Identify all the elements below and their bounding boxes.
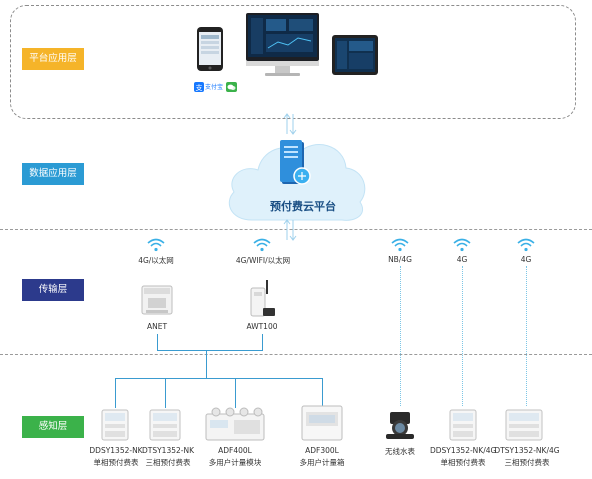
network-label-4g-a: 4G: [456, 255, 468, 264]
tablet-icon: [332, 35, 378, 75]
awt100-gateway-label: AWT100: [246, 322, 278, 331]
network-label-awt: 4G/WIFI/以太网: [235, 256, 291, 265]
single-phase-meter-icon: [101, 409, 129, 441]
gateway-bus: [157, 350, 263, 351]
bidirectional-arrow-icon: [283, 113, 297, 135]
awt100-gateway-icon: [250, 280, 275, 317]
device-6-model: DDSY1352-NK/4G: [430, 446, 497, 455]
cloud-platform-label: 预付费云平台: [270, 200, 336, 213]
anet-bus-drop: [157, 334, 158, 350]
alipay-label: 支付宝: [205, 84, 224, 91]
wireless-link-4g-b: [526, 266, 527, 406]
separator-data-transport: [0, 229, 592, 230]
adf300l-box-icon: [301, 405, 343, 441]
wifi-icon-4g-a: [453, 238, 471, 252]
device-7-model: DTSY1352-NK/4G: [494, 446, 560, 455]
three-phase-4g-meter-icon: [505, 409, 543, 441]
desktop-monitor-icon: [246, 13, 319, 76]
network-label-nb: NB/4G: [388, 255, 412, 264]
device-4-name: 多用户计量箱: [299, 458, 345, 467]
device-7-name: 三相预付费表: [504, 458, 550, 467]
meter-drop-2: [165, 378, 166, 408]
three-phase-meter-icon: [149, 409, 181, 441]
separator-transport-sensing: [0, 354, 592, 355]
network-label-anet: 4G/以太网: [138, 256, 174, 265]
cloud-platform-icon: [229, 140, 366, 221]
wireless-water-meter-icon: [386, 412, 414, 439]
wireless-link-4g-a: [462, 266, 463, 406]
device-2-model: DTSY1352-NK: [141, 446, 195, 455]
device-6-name: 单相预付费表: [440, 458, 486, 467]
device-1-model: DDSY1352-NK: [89, 446, 143, 455]
network-label-4g-b: 4G: [520, 255, 532, 264]
wireless-link-nb: [400, 266, 401, 406]
meter-drop-4: [322, 378, 323, 408]
wifi-icon-nb: [391, 238, 409, 252]
anet-gateway-label: ANET: [146, 322, 168, 331]
alipay-icon: 支: [194, 82, 204, 92]
svg-text:支: 支: [196, 83, 203, 92]
device-3-model: ADF400L: [218, 446, 252, 455]
sensing-layer-badge: 感知层: [22, 416, 84, 438]
device-1-name: 单相预付费表: [93, 458, 139, 467]
wifi-icon-awt: [253, 238, 271, 252]
data-layer-badge: 数据应用层: [22, 163, 84, 185]
meter-bus: [115, 378, 323, 379]
main-bus-drop: [206, 350, 207, 378]
device-3-name: 多用户计量模块: [208, 458, 262, 467]
awt-bus-drop: [262, 334, 263, 350]
single-phase-4g-meter-icon: [449, 409, 477, 441]
smartphone-icon: [197, 27, 223, 71]
meter-drop-1: [115, 378, 116, 408]
anet-gateway-icon: [141, 285, 173, 315]
device-4-model: ADF300L: [305, 446, 339, 455]
meter-drop-3: [235, 378, 236, 408]
device-2-name: 三相预付费表: [145, 458, 191, 467]
bidirectional-arrow-icon-2: [283, 219, 297, 241]
wechat-icon: [226, 82, 237, 92]
platform-layer-badge: 平台应用层: [22, 48, 84, 70]
wifi-icon-anet: [147, 238, 165, 252]
device-5-name: 无线水表: [385, 447, 415, 456]
transport-layer-badge: 传输层: [22, 279, 84, 301]
adf400l-module-icon: [205, 407, 265, 441]
wifi-icon-4g-b: [517, 238, 535, 252]
